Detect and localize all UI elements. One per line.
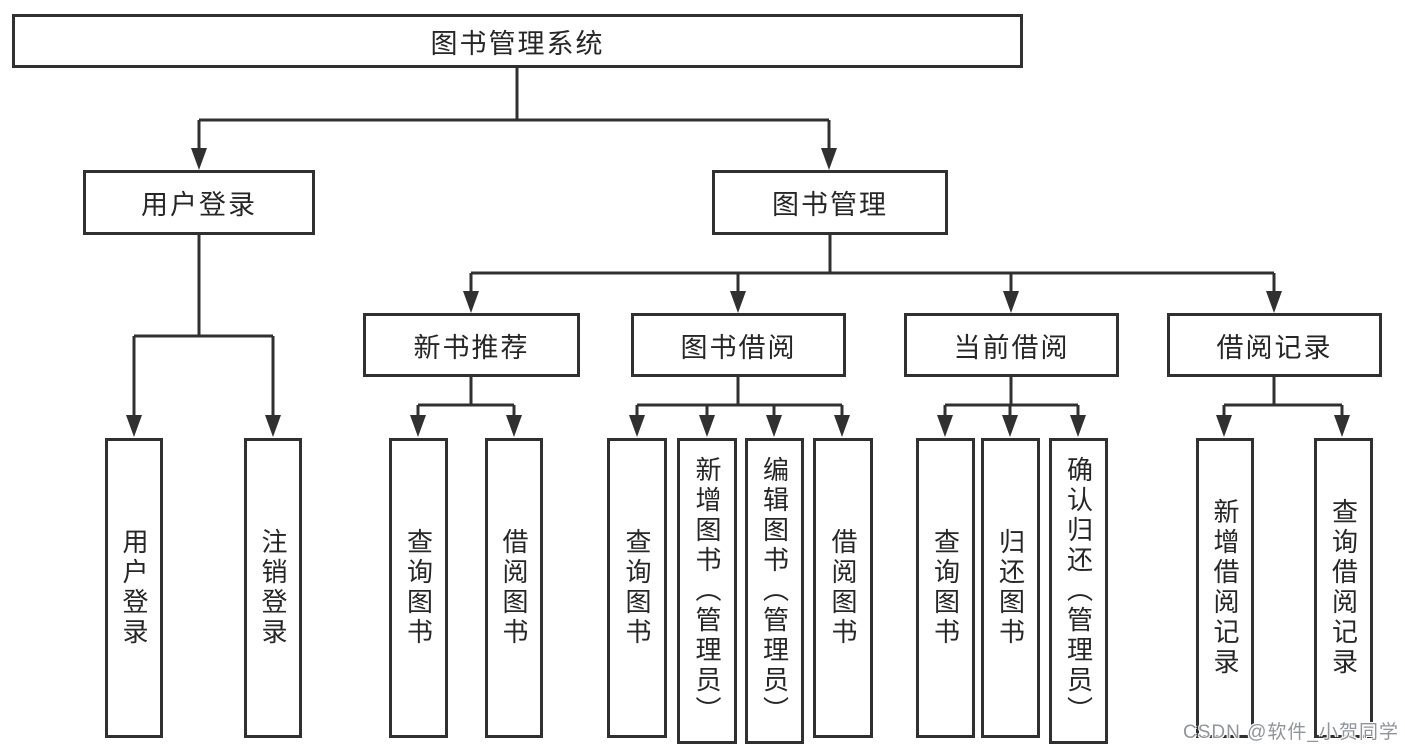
node-new-book-recommendation: 新书推荐 (363, 313, 580, 377)
leaf-borrow-query-books: 查询图书 (607, 438, 667, 738)
csdn-watermark: CSDN @软件_小贺同学 (1183, 722, 1399, 743)
leaf-current-query-books: 查询图书 (916, 438, 975, 738)
node-user-login: 用户登录 (83, 170, 315, 235)
leaf-recommend-query-books: 查询图书 (389, 438, 448, 738)
leaf-borrow-add-books-admin: 新增图书（管理员） (677, 438, 737, 744)
leaf-records-query-borrow-record: 查询借阅记录 (1314, 438, 1373, 738)
leaf-borrow-borrow-books: 借阅图书 (813, 438, 873, 738)
node-borrowing-records: 借阅记录 (1167, 313, 1382, 377)
leaf-current-confirm-return-admin: 确认归还（管理员） (1049, 438, 1108, 744)
node-current-borrowing: 当前借阅 (904, 313, 1119, 377)
node-book-management: 图书管理 (712, 170, 948, 235)
leaf-current-return-books: 归还图书 (981, 438, 1040, 738)
node-root-library-management-system: 图书管理系统 (12, 14, 1023, 68)
node-book-borrowing: 图书借阅 (631, 313, 846, 377)
leaf-recommend-borrow-books: 借阅图书 (485, 438, 543, 738)
leaf-borrow-edit-books-admin: 编辑图书（管理员） (745, 438, 804, 744)
leaf-records-add-borrow-record: 新增借阅记录 (1196, 438, 1254, 738)
leaf-logout: 注销登录 (244, 438, 302, 738)
leaf-user-login: 用户登录 (105, 438, 163, 738)
